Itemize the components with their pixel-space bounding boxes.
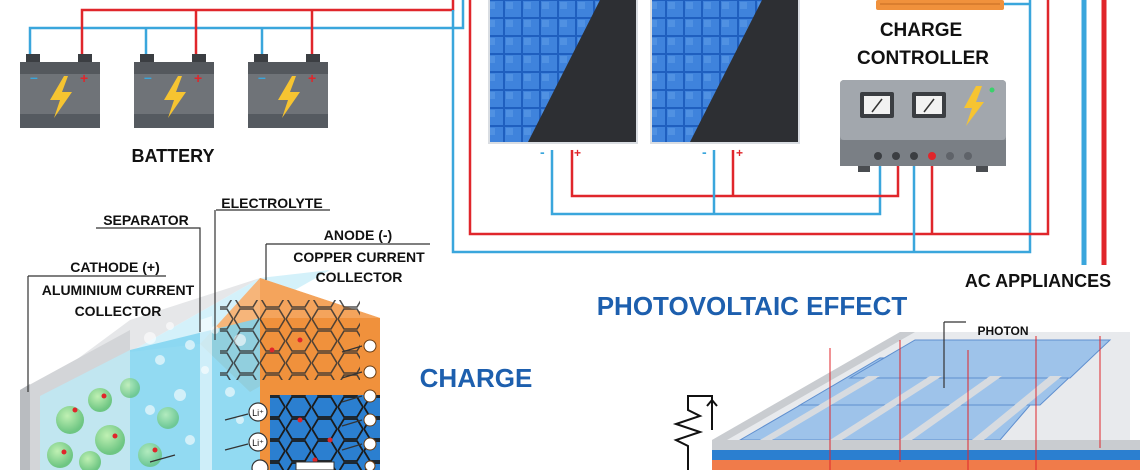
cathode-label: CATHODE (+) <box>70 259 160 275</box>
wiring <box>28 0 1107 265</box>
cathode-particles <box>47 378 179 470</box>
panel-negative-terminal: - <box>702 144 707 160</box>
pv-p-layer <box>712 460 1140 470</box>
charge-label: CHARGE <box>420 363 533 393</box>
photon-label: PHOTON <box>977 324 1028 338</box>
battery-negative-bus <box>28 0 465 55</box>
lightning-bolt-icon <box>278 76 300 118</box>
battery-positive-bus <box>80 0 455 55</box>
copper-collector-label-line1: COPPER CURRENT <box>293 249 425 265</box>
ac-appliances-label: AC APPLIANCES <box>965 271 1111 291</box>
lithium-ion-dots <box>61 337 333 463</box>
lightning-bolt-icon <box>164 76 186 118</box>
load-resistor-icon <box>672 395 718 470</box>
photovoltaic-cell <box>712 321 1140 470</box>
electron-flow-arrows <box>149 345 363 463</box>
solar-panel: - + <box>488 0 638 160</box>
lithium-ion-cell: Li⁺ Li⁺ <box>20 270 380 470</box>
electrolyte-bubbles <box>144 322 246 445</box>
battery-plus-sign: + <box>80 70 88 86</box>
photovoltaic-effect-title: PHOTOVOLTAIC EFFECT <box>597 291 908 321</box>
separator-label: SEPARATOR <box>103 212 189 228</box>
svg-text:Li⁺: Li⁺ <box>252 408 264 418</box>
graphite-layer-front <box>270 395 380 470</box>
gauge-icon <box>912 92 946 118</box>
battery-group: – + – + – + BATTERY <box>20 54 328 166</box>
solar-panel: - + <box>650 0 800 160</box>
gauge-icon <box>860 92 894 118</box>
svg-text:–: – <box>144 69 152 85</box>
aluminium-collector-label-line1: ALUMINIUM CURRENT <box>42 282 195 298</box>
main-blue-loop <box>451 0 1032 254</box>
svg-text:Li⁺: Li⁺ <box>252 438 264 448</box>
panel-positive-terminal: + <box>574 146 581 160</box>
electron-markers <box>363 339 377 470</box>
copper-collector-label-line2: COLLECTOR <box>316 269 403 285</box>
panel-shadow <box>528 0 636 142</box>
lightning-bolt-icon <box>50 76 72 118</box>
pv-grid-bars <box>760 376 1062 440</box>
battery-unit: – + <box>134 54 214 128</box>
svg-text:+: + <box>308 70 316 86</box>
charge-controller: CHARGE CONTROLLER <box>840 0 1006 172</box>
panel-negative-terminal: - <box>540 144 545 160</box>
battery-unit: – + <box>20 54 100 128</box>
leader-lines <box>27 209 430 392</box>
electrolyte-label: ELECTROLYTE <box>221 195 322 211</box>
lightning-bolt-icon <box>964 86 984 126</box>
controller-terminals <box>874 152 972 160</box>
controller-top-device <box>876 0 1004 10</box>
battery-minus-sign: – <box>30 69 38 85</box>
charge-controller-label-line1: CHARGE <box>880 20 962 41</box>
main-red-loop <box>468 0 1050 236</box>
separator-membrane <box>200 316 212 470</box>
anode-label: ANODE (-) <box>324 227 392 243</box>
battery-label: BATTERY <box>132 146 215 166</box>
pv-n-layer <box>712 450 1140 460</box>
battery-unit: – + <box>248 54 328 128</box>
svg-text:–: – <box>258 69 266 85</box>
charge-controller-label-line2: CONTROLLER <box>857 48 989 69</box>
photon-rays <box>829 336 1101 470</box>
svg-text:+: + <box>194 70 202 86</box>
ion-marker: Li⁺ Li⁺ <box>248 402 269 470</box>
panel-positive-terminal: + <box>736 146 743 160</box>
aluminium-collector-label-line2: COLLECTOR <box>75 303 162 319</box>
